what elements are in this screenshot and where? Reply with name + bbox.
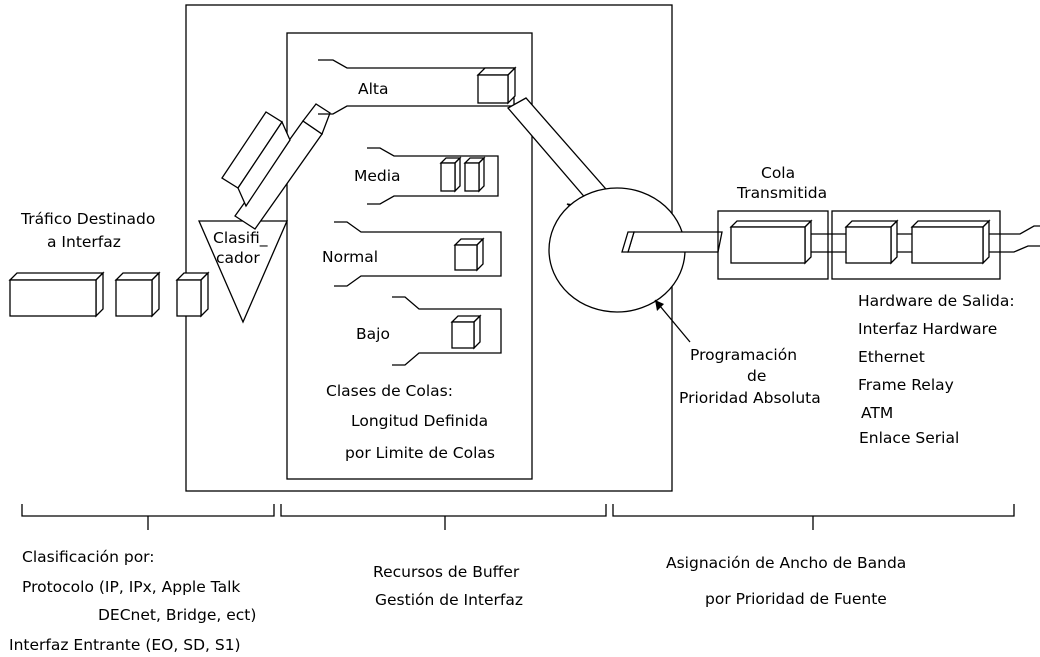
transmitted-queue-label-line2: Transmitida [736,184,827,202]
output-hardware-title: Hardware de Salida: [858,292,1015,310]
queue-label-normal: Normal [322,248,378,266]
queue-alta [318,60,515,114]
transmitted-packet [731,221,811,263]
bandwidth-label-line1: Asignación de Ancho de Banda [666,554,906,572]
bracket-classification [22,504,274,530]
classifier-chute [222,104,330,229]
queue-label-bajo: Bajo [356,325,390,343]
queue-classes-title: Clases de Colas: [326,382,453,400]
queue-classes-line3: por Limite de Colas [345,444,495,462]
classification-title: Clasificación por: [22,548,155,566]
queue-bajo [392,297,501,365]
classification-line: DECnet, Bridge, ect) [98,606,256,624]
link-line [897,234,912,252]
scheduler-label-line3: Prioridad Absoluta [679,389,821,407]
bracket-bandwidth [613,504,1014,530]
traffic-label-line1: Tráfico Destinado [20,210,155,228]
outgoing-link [989,226,1040,252]
hardware-packet-small [846,221,897,263]
output-hardware-item: ATM [861,404,893,422]
buffer-label-line2: Gestión de Interfaz [375,591,523,609]
classification-line: Protocolo (IP, IPx, Apple Talk [22,578,240,596]
output-hardware-item: Ethernet [858,348,925,366]
incoming-packet [10,273,103,316]
classifier-label-line2: cador [216,249,260,267]
transmitted-queue-label-line1: Cola [761,164,795,182]
bracket-buffer [281,504,606,530]
buffer-label-line1: Recursos de Buffer [373,563,520,581]
incoming-packet [177,273,208,316]
scheduler-label-line2: de [747,367,766,385]
queue-label-alta: Alta [358,80,389,98]
classification-line: Interfaz Entrante (EO, SD, S1) [9,636,241,654]
incoming-packet [116,273,159,316]
bandwidth-label-line2: por Prioridad de Fuente [705,590,887,608]
classifier-label-line1: Clasifi_ [213,229,268,248]
scheduler-label-line1: Programación [690,346,797,364]
queue-label-media: Media [354,167,401,185]
output-hardware-item: Frame Relay [858,376,954,394]
output-hardware-item: Enlace Serial [859,429,959,447]
queue-classes-line2: Longitud Definida [351,412,488,430]
output-hardware-item: Interfaz Hardware [858,320,997,338]
traffic-label-line2: a Interfaz [47,233,121,251]
output-chute [628,232,722,252]
hardware-packet-large [912,221,989,263]
